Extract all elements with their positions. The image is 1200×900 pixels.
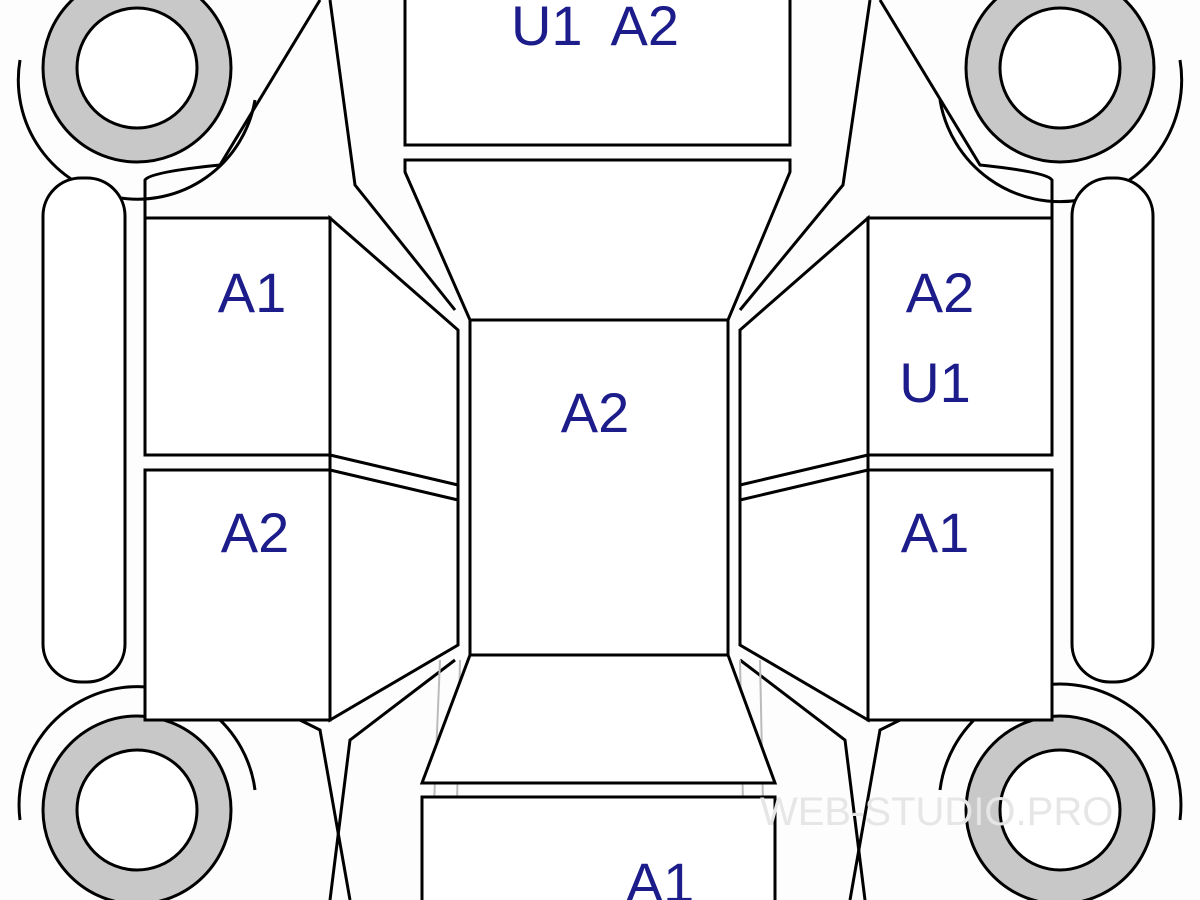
watermark: WEB-STUDIO.PRO [760, 790, 1113, 834]
roof-label: A2 [561, 381, 630, 444]
right-window-divider [739, 453, 869, 502]
rear-right-door [866, 468, 1054, 722]
wheel-front-left [16, 0, 257, 201]
body-line [739, 658, 867, 900]
roof [468, 318, 730, 657]
front-left-door-label: A1 [218, 261, 287, 324]
front-right-door [866, 216, 1054, 457]
right-side-skirt [1070, 176, 1155, 684]
trunk [420, 795, 777, 900]
rear-right-door-label: A1 [901, 501, 970, 564]
body-line [328, 658, 456, 900]
hood-label: U1 A2 [511, 0, 679, 57]
body-line [328, 0, 457, 311]
hood [403, 0, 792, 147]
front-right-door-label-1: A2 [906, 261, 975, 324]
body-line [143, 0, 322, 218]
body-line [738, 0, 872, 311]
front-right-door-label-2: U1 [899, 351, 971, 414]
left-side-skirt [41, 176, 127, 684]
rear-left-door [143, 468, 332, 722]
windshield [403, 158, 792, 322]
wheel-rear-left [17, 685, 257, 900]
rear-window [419, 653, 778, 785]
rear-left-door-label: A2 [221, 501, 290, 564]
trunk-label: A1 [626, 851, 695, 900]
front-left-door [143, 216, 332, 457]
body-line [878, 0, 1054, 218]
wheel-front-right [938, 0, 1184, 204]
wheel-rear-right [938, 682, 1183, 900]
left-window-divider [329, 453, 459, 502]
